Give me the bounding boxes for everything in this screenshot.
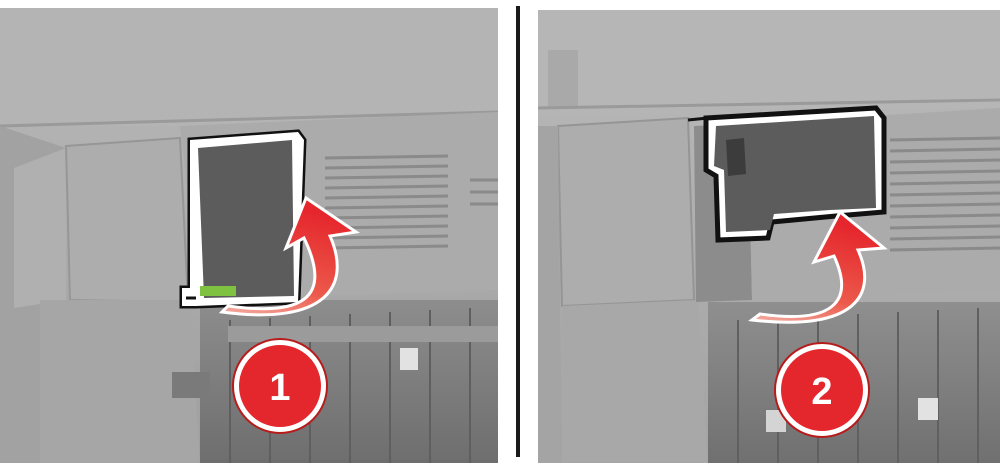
- panel-divider: [516, 6, 520, 457]
- front-block: [66, 138, 188, 302]
- step-1-panel: 1: [0, 0, 498, 463]
- step-2-illustration: 2: [538, 0, 1000, 463]
- step-number: 1: [269, 367, 290, 409]
- step-badge-icon: 2: [775, 343, 869, 437]
- step-1-illustration: 1: [0, 0, 498, 463]
- lower-pedestal: [562, 300, 708, 463]
- latch-green: [200, 286, 236, 296]
- roller: [400, 348, 418, 370]
- access-cover: [182, 132, 304, 306]
- roller: [918, 398, 938, 420]
- step-number: 2: [811, 371, 832, 413]
- step-badge-icon: 1: [233, 339, 327, 433]
- front-block: [558, 118, 694, 306]
- step-2-panel: 2: [538, 0, 1000, 463]
